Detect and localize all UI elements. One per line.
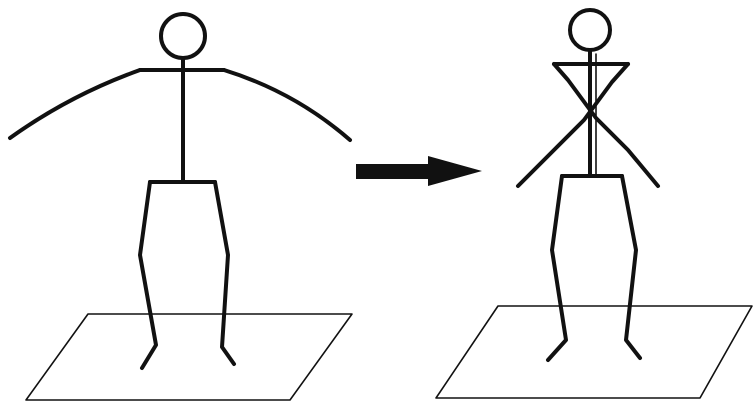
arrow-shaft — [356, 164, 432, 179]
arrow-head — [428, 156, 482, 186]
arm-right-side — [224, 70, 350, 140]
floor-platform-left — [26, 314, 352, 400]
head-right — [570, 10, 610, 50]
leg-right-a — [548, 176, 566, 360]
head-left — [161, 14, 205, 58]
arm-left-side — [10, 70, 140, 138]
leg-left-b — [215, 182, 234, 364]
transition-arrow — [356, 156, 482, 186]
floor-platform-right — [436, 306, 752, 398]
figure-arms-outstretched — [10, 14, 352, 400]
leg-left-a — [140, 182, 156, 368]
crossed-arm-b — [518, 64, 628, 186]
crossed-arm-a — [554, 64, 658, 186]
leg-right-b — [622, 176, 640, 358]
figure-arms-crossed — [436, 10, 752, 398]
